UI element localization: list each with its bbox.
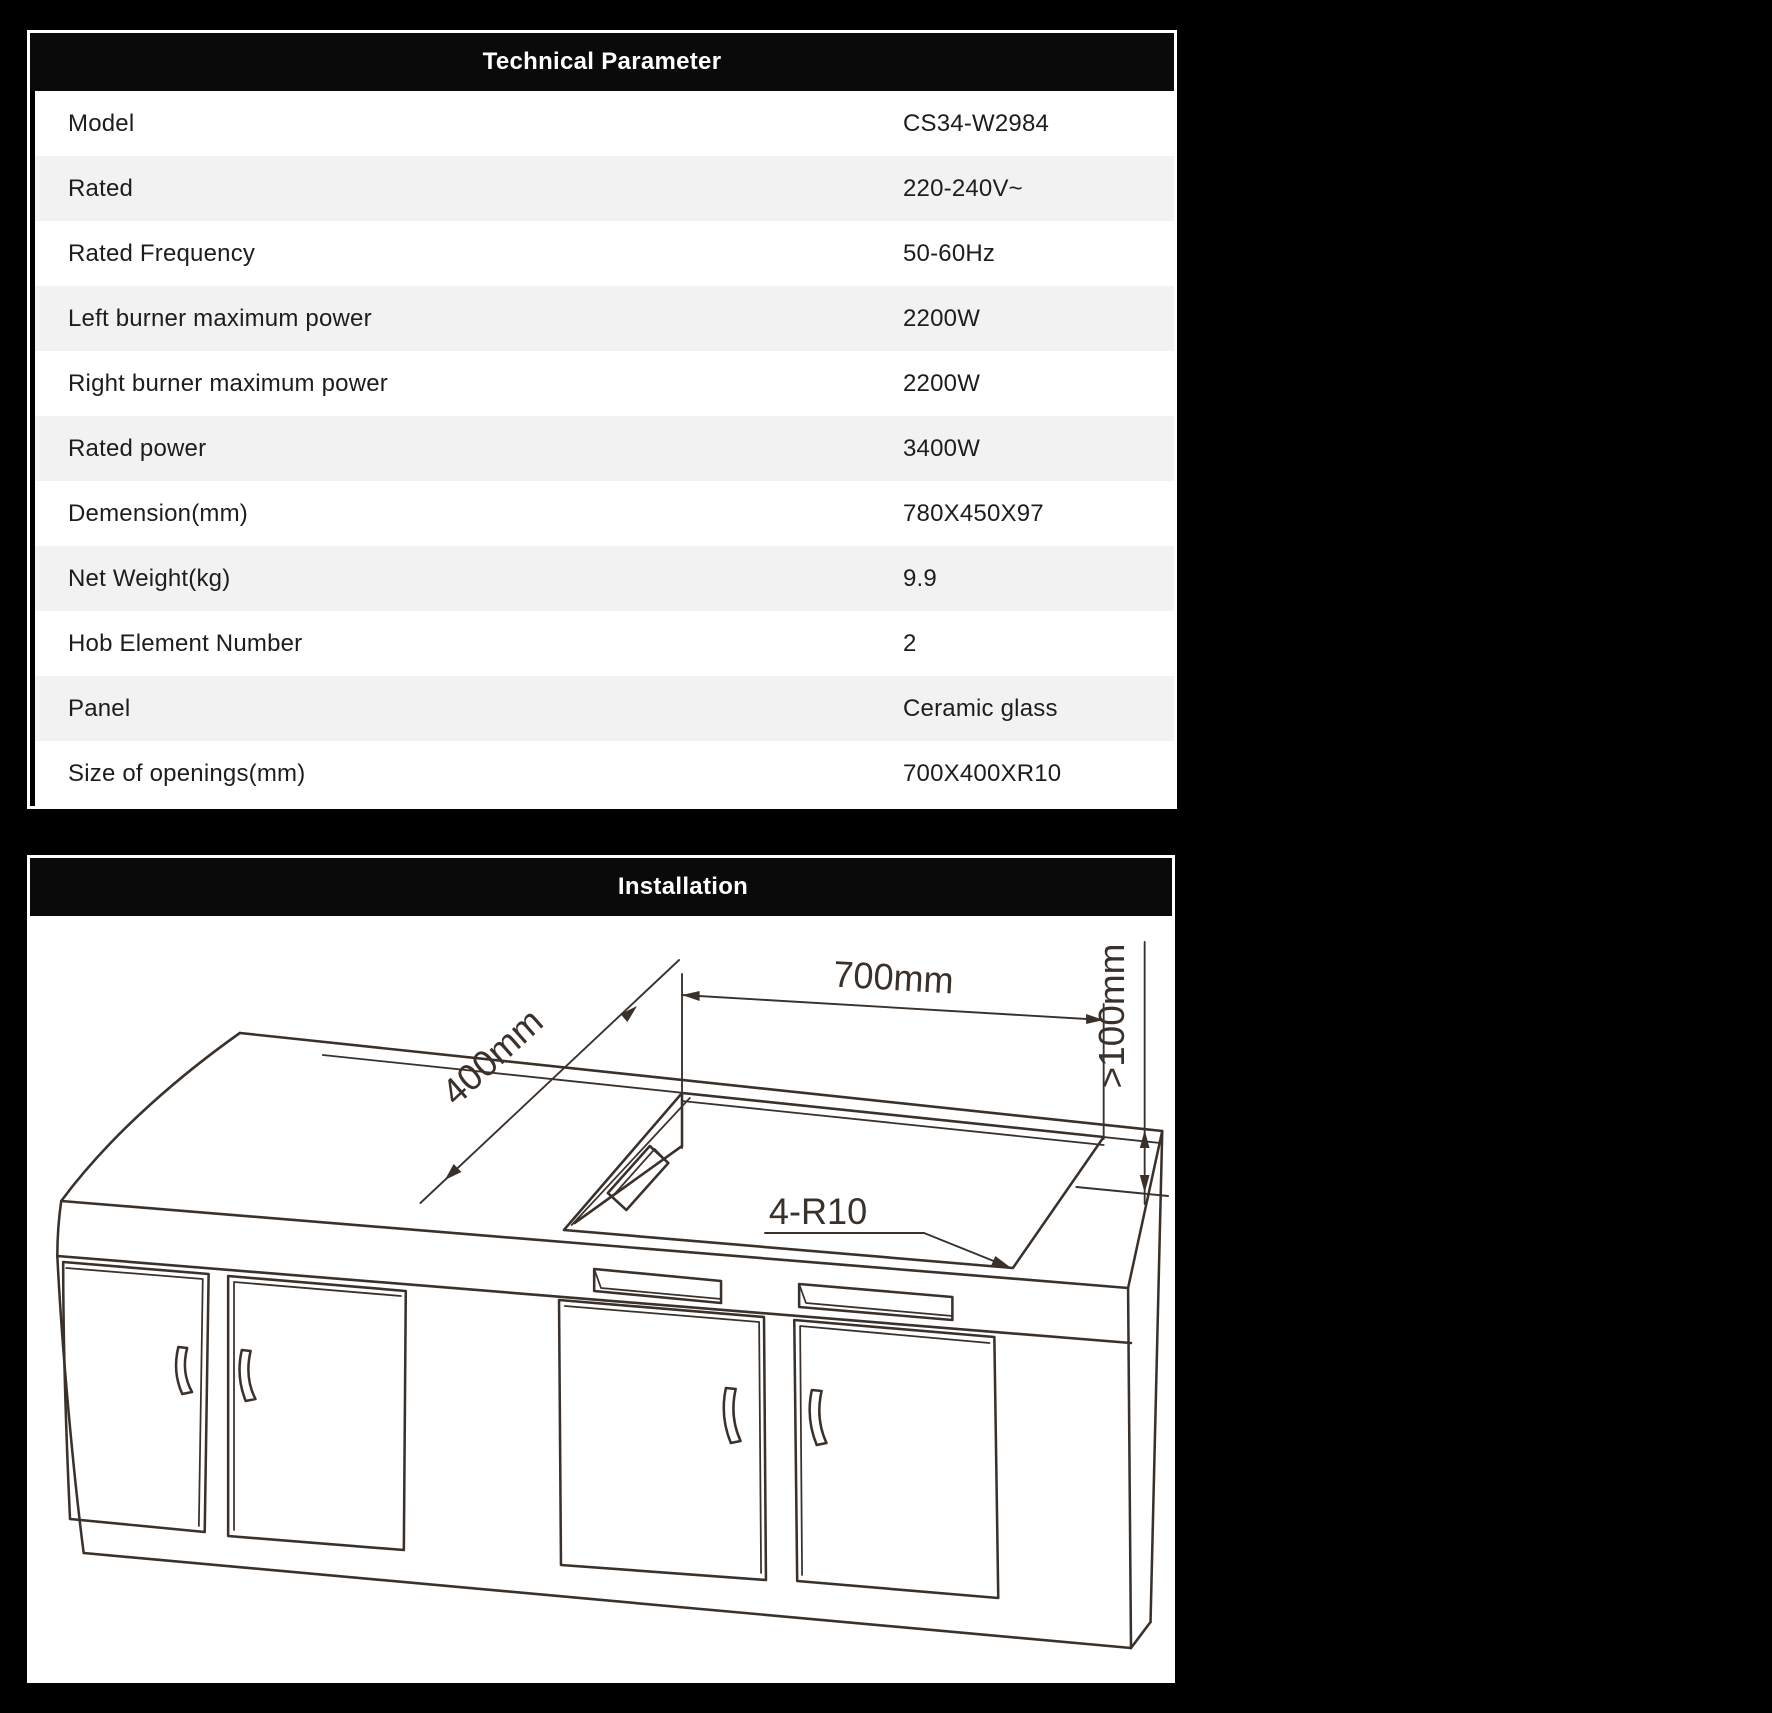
cable-slot bbox=[606, 1144, 670, 1212]
dimension-400mm-line bbox=[419, 959, 681, 1204]
counter-left-edge bbox=[59, 1031, 242, 1203]
door-2 bbox=[226, 1274, 408, 1552]
cutout-back-rim bbox=[681, 1100, 1105, 1146]
parameter-label: Rated Frequency bbox=[68, 239, 256, 267]
cutout-opening bbox=[562, 1091, 1105, 1270]
drawer-slot-right-inner bbox=[798, 1283, 954, 1317]
parameter-label: Panel bbox=[68, 694, 131, 722]
parameter-label: Left burner maximum power bbox=[68, 304, 372, 332]
dimension-700mm: 700mm bbox=[681, 953, 1105, 1149]
dimension-100mm: >100mm bbox=[1075, 941, 1170, 1205]
table-row: Rated 220-240V~ bbox=[35, 156, 1174, 221]
door-1 bbox=[61, 1260, 210, 1534]
parameter-label: Size of openings(mm) bbox=[68, 759, 306, 787]
parameter-value: 2200W bbox=[903, 304, 981, 332]
arrow-down-left-icon bbox=[444, 1164, 462, 1180]
counter-top-right-edge bbox=[1126, 1129, 1164, 1290]
corner-radius-label: 4-R10 bbox=[764, 1191, 1010, 1267]
counter-back-edge bbox=[238, 1031, 1164, 1133]
counter-band-bottom bbox=[56, 1254, 1133, 1345]
door-3-inner-edge bbox=[564, 1305, 762, 1574]
technical-parameter-header: Technical Parameter bbox=[30, 33, 1174, 91]
parameter-value: 3400W bbox=[903, 434, 981, 462]
drawer-slot-left-inner bbox=[593, 1268, 722, 1300]
parameter-value: 2 bbox=[903, 629, 917, 657]
installation-panel: Installation bbox=[27, 855, 1175, 1683]
door-4-inner-edge bbox=[799, 1325, 991, 1576]
parameter-value: 50-60Hz bbox=[903, 239, 996, 267]
arrow-leader-icon bbox=[991, 1256, 1010, 1267]
arrow-up-right-icon bbox=[620, 1006, 638, 1022]
technical-parameter-title: Technical Parameter bbox=[482, 48, 722, 75]
parameter-label: Right burner maximum power bbox=[68, 369, 388, 397]
parameter-value: 700X400XR10 bbox=[903, 759, 1062, 787]
table-row: Size of openings(mm) 700X400XR10 bbox=[35, 741, 1174, 806]
drawer-slot-right bbox=[797, 1282, 954, 1322]
parameter-label: Net Weight(kg) bbox=[68, 564, 231, 592]
parameter-value: 220-240V~ bbox=[903, 174, 1023, 202]
door-4 bbox=[792, 1318, 1000, 1600]
door-1-inner-edge bbox=[65, 1267, 204, 1527]
parameter-value: 780X450X97 bbox=[903, 499, 1044, 527]
cabinet-left-edge bbox=[56, 1254, 85, 1555]
table-row: Left burner maximum power 2200W bbox=[35, 286, 1174, 351]
corner-radius-text: 4-R10 bbox=[769, 1191, 867, 1232]
door-2-handle bbox=[238, 1348, 257, 1403]
cabinet-right-bottom-edge bbox=[1129, 1620, 1152, 1650]
arrow-down-icon bbox=[1139, 1175, 1150, 1193]
door-3 bbox=[557, 1298, 768, 1582]
dimension-400mm: 400mm bbox=[419, 959, 681, 1204]
cabinet-front-right-edge bbox=[1126, 1286, 1133, 1650]
counter-front-edge bbox=[59, 1199, 1130, 1290]
table-row: Net Weight(kg) 9.9 bbox=[35, 546, 1174, 611]
table-row: Hob Element Number 2 bbox=[35, 611, 1174, 676]
table-row: Rated Frequency 50-60Hz bbox=[35, 221, 1174, 286]
drawer-slots bbox=[592, 1267, 954, 1322]
parameter-label: Rated bbox=[68, 174, 134, 202]
parameter-value: Ceramic glass bbox=[903, 694, 1058, 722]
cutout-wall-bottom bbox=[573, 1144, 684, 1225]
arrow-up-icon bbox=[1139, 1130, 1150, 1148]
table-row: Panel Ceramic glass bbox=[35, 676, 1174, 741]
parameter-value: 9.9 bbox=[903, 564, 937, 592]
table-row: Demension(mm) 780X450X97 bbox=[35, 481, 1174, 546]
door-2-inner-edge bbox=[233, 1281, 402, 1531]
table-row: Model CS34-W2984 bbox=[35, 91, 1174, 156]
installation-title: Installation bbox=[617, 873, 749, 900]
parameter-value: 2200W bbox=[903, 369, 981, 397]
cabinet-doors bbox=[61, 1260, 1000, 1600]
cabinet-bottom-edge bbox=[82, 1551, 1133, 1650]
table-row: Rated power 3400W bbox=[35, 416, 1174, 481]
table-row: Right burner maximum power 2200W bbox=[35, 351, 1174, 416]
parameter-label: Hob Element Number bbox=[68, 629, 303, 657]
parameter-value: CS34-W2984 bbox=[903, 109, 1050, 137]
dimension-100mm-reference-line bbox=[1075, 1186, 1170, 1197]
counter-outline bbox=[56, 1031, 1164, 1650]
cutout-outline bbox=[562, 1091, 1105, 1270]
dimension-700mm-line bbox=[681, 994, 1105, 1021]
parameter-label: Rated power bbox=[68, 434, 207, 462]
door-4-handle bbox=[808, 1388, 828, 1447]
dimension-700mm-label: 700mm bbox=[832, 953, 955, 1002]
cable-slot-inner-edge bbox=[612, 1148, 664, 1196]
cutout-left-rim bbox=[570, 1097, 691, 1226]
corner-radius-leader-line bbox=[764, 1232, 1007, 1267]
door-3-handle bbox=[722, 1386, 742, 1445]
arrow-left-icon bbox=[682, 991, 700, 1001]
installation-diagram: 700mm 400mm >100mm 4-R10 bbox=[30, 916, 1172, 1678]
dimension-100mm-label: >100mm bbox=[1092, 944, 1133, 1089]
drawer-slot-left bbox=[592, 1267, 723, 1305]
counter-front-left-cap bbox=[56, 1199, 63, 1258]
parameter-label: Model bbox=[68, 109, 135, 137]
parameter-label: Demension(mm) bbox=[68, 499, 248, 527]
cabinet-right-edge bbox=[1149, 1129, 1164, 1624]
door-1-handle bbox=[174, 1345, 194, 1396]
installation-header: Installation bbox=[30, 858, 1172, 916]
arrow-right-icon bbox=[1086, 1014, 1104, 1024]
